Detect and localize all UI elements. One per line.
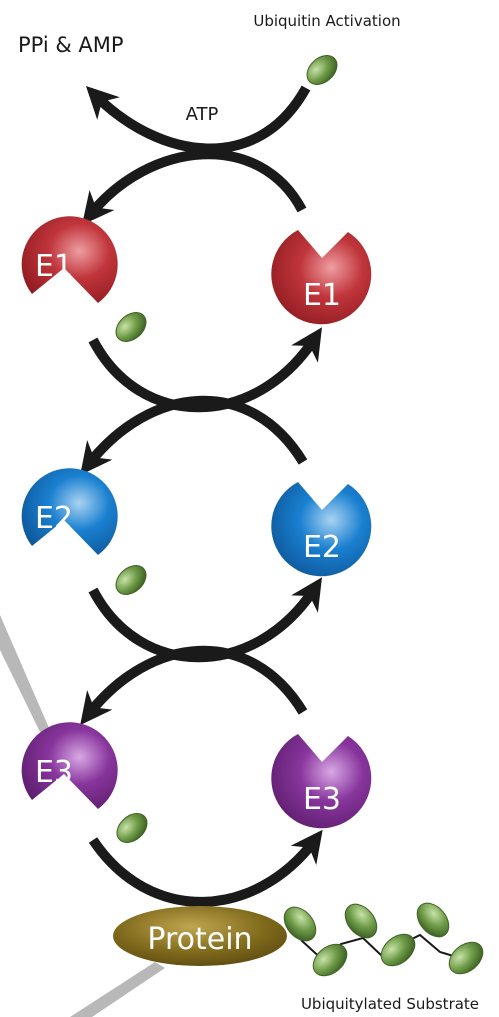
arrow-e3-transfer [88, 829, 323, 907]
e1-free: E1 [271, 230, 372, 325]
e2-label-right: E2 [303, 530, 341, 565]
ubiquitin-on-e3 [116, 813, 148, 843]
ubiquitin-chain-6 [448, 941, 484, 975]
ppi-amp-label: PPi & AMP [18, 33, 124, 57]
e3-label-right: E3 [303, 782, 341, 817]
ubiquitin-on-e1 [115, 312, 147, 342]
arrow-ubiquitin-to-ppi [85, 85, 311, 154]
e3-loaded: E3 [21, 722, 118, 809]
ubiquitin-on-e2 [115, 565, 147, 595]
ubiquitin-activation-label: Ubiquitin Activation [253, 12, 400, 30]
atp-label: ATP [186, 104, 219, 125]
protein: Protein [113, 906, 287, 966]
arrow-e1-return [81, 149, 307, 225]
e2-free: E2 [271, 482, 372, 577]
ubiquitin-free [306, 55, 338, 85]
e3-label-left: E3 [35, 755, 73, 790]
e1-label-right: E1 [303, 278, 341, 313]
ubiquitin-chain-5 [416, 902, 450, 938]
pointer-wedge-e3 [0, 615, 49, 732]
e2-label-left: E2 [35, 501, 73, 536]
arrow-e2-return [80, 395, 308, 476]
ubiquitin-chain-2 [312, 943, 348, 977]
ubiquitin-chain-3 [344, 903, 378, 939]
protein-label: Protein [147, 922, 252, 957]
ubiquitin-chain-1 [283, 906, 317, 942]
polyubiquitin-chain [283, 902, 484, 977]
arrow-e3-return [80, 645, 308, 726]
arrow-e1-transfer [88, 327, 323, 413]
e1-label-left: E1 [35, 249, 73, 284]
e3-free: E3 [271, 734, 372, 829]
ubiquitylated-substrate-label: Ubiquitylated Substrate [301, 995, 479, 1013]
e1-loaded: E1 [21, 216, 118, 303]
arrow-e2-transfer [88, 577, 323, 663]
e2-loaded: E2 [21, 468, 118, 555]
ubiquitin-chain-4 [380, 933, 416, 967]
pointer-wedge-protein [70, 962, 165, 1017]
